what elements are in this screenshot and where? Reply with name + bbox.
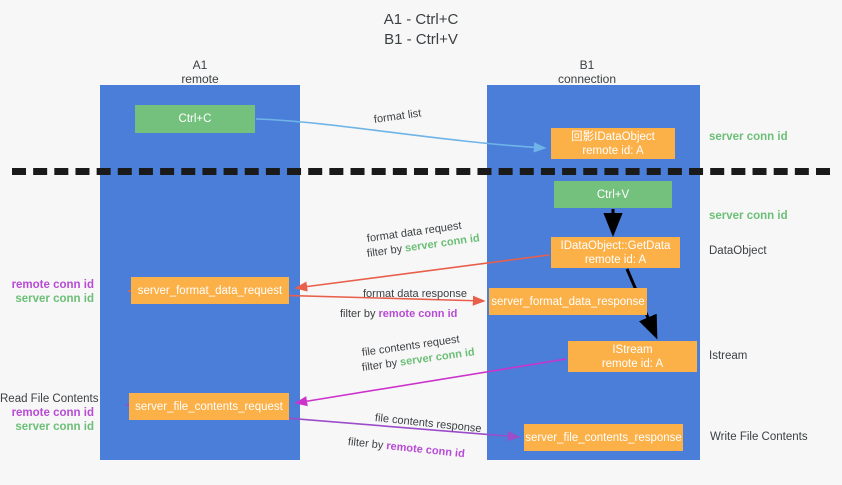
label-file-contents-response: file contents response (374, 412, 483, 436)
label-write-file-contents: Write File Contents (710, 431, 808, 443)
label-read-file-contents: Read File Contents (0, 393, 99, 405)
box-getdata-line2: remote id: A (584, 253, 647, 266)
column-header-a1: A1 remote (100, 58, 300, 86)
box-istream-line2: remote id: A (601, 357, 664, 370)
column-header-b1: B1 connection (487, 58, 687, 86)
box-server-file-contents-response[interactable]: server_file_contents_response (524, 424, 683, 451)
label-read-file-contents-group: Read File Contents remote conn id server… (0, 392, 99, 434)
box-format-data-request-label: server_format_data_request (137, 284, 283, 297)
column-a1-sub: remote (181, 72, 219, 86)
page-title: A1 - Ctrl+C B1 - Ctrl+V (0, 10, 842, 50)
phase-divider (12, 168, 830, 175)
box-ctrl-v-label: Ctrl+V (596, 188, 630, 201)
box-ctrl-c[interactable]: Ctrl+C (135, 105, 255, 133)
box-istream-line1: IStream (612, 343, 653, 356)
filter-value-4: remote conn id (385, 440, 466, 461)
box-idataobject-getdata[interactable]: IDataObject::GetData remote id: A (551, 237, 680, 268)
box-idataobject[interactable]: 回影IDataObject remote id: A (551, 128, 675, 159)
box-getdata-line1: IDataObject::GetData (560, 239, 671, 252)
column-b1-name: B1 (579, 58, 595, 72)
label-server-conn-id-1: server conn id (709, 131, 788, 143)
title-line-2: B1 - Ctrl+V (384, 31, 458, 48)
column-b1-sub: connection (557, 72, 617, 86)
box-idataobject-line2: remote id: A (582, 144, 644, 157)
label-filter-remote-conn-id-1: filter by remote conn id (340, 306, 457, 322)
box-file-contents-request-label: server_file_contents_request (135, 400, 283, 413)
label-remote-conn-id-2: remote conn id (11, 407, 94, 419)
box-server-format-data-response[interactable]: server_format_data_response (489, 288, 647, 315)
column-a1-name: A1 (192, 58, 208, 72)
box-idataobject-line1: 回影IDataObject (571, 130, 655, 143)
title-line-1: A1 - Ctrl+C (383, 11, 459, 28)
box-file-contents-response-label: server_file_contents_response (525, 431, 682, 444)
label-conn-ids-format: remote conn id server conn id (0, 278, 94, 306)
filter-prefix-1: filter by (366, 242, 406, 260)
filter-prefix-3: filter by (361, 356, 401, 374)
label-dataobject: DataObject (709, 245, 767, 257)
box-server-format-data-request[interactable]: server_format_data_request (131, 277, 289, 304)
box-format-data-response-label: server_format_data_response (491, 295, 645, 308)
label-istream: Istream (709, 350, 748, 362)
label-server-conn-id-3: server conn id (15, 293, 94, 305)
box-istream[interactable]: IStream remote id: A (568, 341, 697, 372)
label-filter-remote-conn-id-2: filter by remote conn id (347, 434, 465, 462)
label-remote-conn-id-1: remote conn id (11, 279, 94, 291)
label-server-conn-id-4: server conn id (15, 421, 94, 433)
label-format-data-response: format data response (363, 288, 467, 300)
box-ctrl-v[interactable]: Ctrl+V (554, 181, 672, 208)
filter-value-2: remote conn id (378, 308, 458, 320)
label-server-conn-id-2: server conn id (709, 210, 788, 222)
box-server-file-contents-request[interactable]: server_file_contents_request (129, 393, 289, 420)
label-format-list: format list (373, 107, 423, 126)
filter-prefix-2: filter by (340, 308, 379, 320)
box-ctrl-c-label: Ctrl+C (178, 113, 212, 125)
filter-prefix-4: filter by (347, 436, 387, 452)
